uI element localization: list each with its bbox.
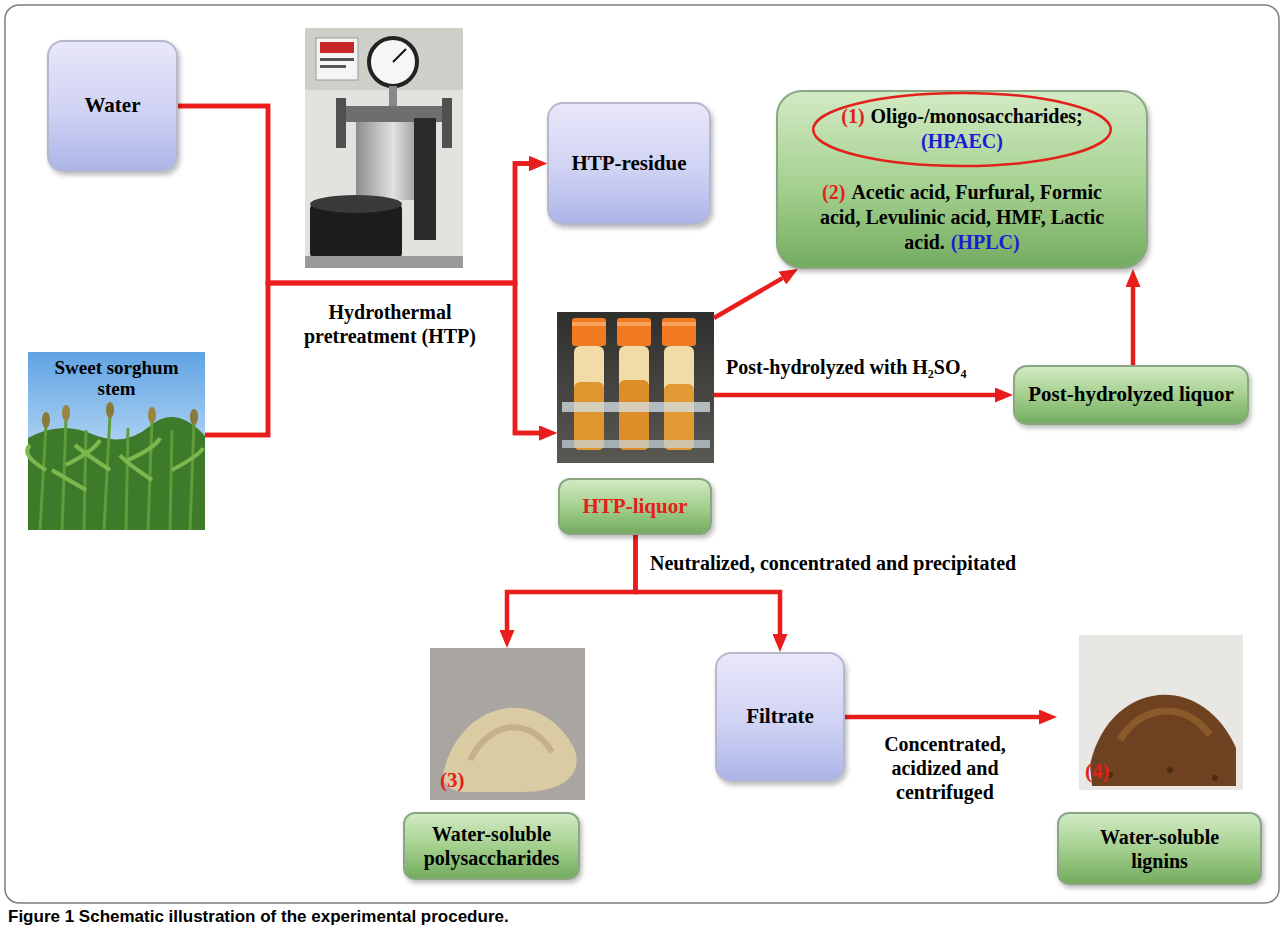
reactor-photo	[393, 49, 406, 62]
process-arrow	[178, 106, 529, 283]
lignin-photo	[1120, 711, 1210, 740]
edge-label-holder: Concentrated, acidized and centrifuged	[868, 732, 1022, 804]
process-arrow	[205, 283, 539, 435]
edge-label-holder: Neutralized, concentrated and precipitat…	[650, 551, 1080, 575]
tubes-photo	[662, 318, 696, 346]
reactor-photo	[442, 98, 452, 148]
sorghum-photo	[62, 405, 70, 421]
reactor-photo	[320, 58, 354, 61]
figure-frame	[5, 5, 1279, 903]
method-name: (HPAEC)	[841, 129, 1083, 154]
callout-number: (4)	[1085, 759, 1110, 783]
sorghum-photo	[106, 402, 114, 418]
figure-caption: Figure 1 Schematic illustration of the e…	[8, 907, 509, 926]
step-label: Concentrated, acidized and centrifuged	[884, 733, 1006, 803]
sorghum-photo	[40, 415, 194, 530]
box-label: Filtrate	[746, 704, 814, 729]
lignin-photo	[1090, 695, 1236, 786]
analyte-list: Oligo-/monosaccharides;	[871, 105, 1083, 127]
tubes-photo	[574, 382, 604, 450]
box-label: Post-hydrolyzed liquor	[1028, 382, 1234, 407]
process-arrow	[178, 106, 539, 433]
sorghum-photo	[190, 409, 198, 425]
highlight-ellipse	[813, 93, 1111, 166]
tubes-photo	[617, 318, 651, 346]
powder-photo	[470, 727, 552, 760]
tubes-photo	[557, 312, 714, 463]
sorghum-photo	[27, 438, 203, 490]
tubes-photo	[557, 312, 714, 463]
input-box: Water	[47, 40, 178, 172]
tubes-photo	[662, 322, 696, 326]
product-label: Water-soluble lignins	[1057, 812, 1262, 885]
liquor-label: HTP-liquor	[558, 478, 712, 535]
tubes-photo	[574, 346, 604, 450]
lignin-photo	[1079, 635, 1243, 790]
tubes-photo	[572, 322, 606, 326]
feedstock-photo: Sweet sorghum stem	[28, 352, 205, 530]
tubes-photo	[619, 380, 649, 450]
process-arrow	[205, 164, 529, 436]
sorghum-photo	[27, 352, 205, 530]
reactor-photo	[320, 65, 346, 68]
reactor-photo	[336, 98, 346, 148]
sorghum-photo	[28, 417, 205, 530]
edge-label-holder: Hydrothermal pretreatment (HTP)	[290, 300, 490, 348]
process-arrow	[1131, 287, 1136, 365]
reactor-photo	[305, 28, 463, 268]
edge-label-holder: Post-hydrolyzed with H₂SO₄	[726, 355, 1018, 379]
caption-holder: Figure 1 Schematic illustration of the e…	[8, 906, 509, 928]
tubes-photo	[562, 402, 710, 412]
product-node: (4) Water-soluble lignins	[1057, 635, 1262, 885]
process-arrow	[714, 278, 782, 318]
reactor-photo	[310, 195, 402, 213]
process-arrow	[507, 535, 636, 630]
product-label: Water-soluble polysaccharides	[403, 812, 580, 880]
reactor-photo	[305, 28, 463, 268]
reactor-photo	[305, 256, 463, 268]
powder-photo	[430, 648, 585, 800]
reactor-photo	[305, 28, 463, 90]
tubes-photo	[572, 318, 606, 346]
lignin-photo	[1212, 775, 1218, 781]
lignin-photo	[1167, 767, 1173, 773]
tubes-photo	[619, 346, 649, 450]
callout-number: (3)	[440, 768, 465, 792]
process-box: Filtrate	[715, 652, 845, 782]
step-label: Post-hydrolyzed with H₂SO₄	[726, 356, 967, 378]
product-node: (3) Water-soluble polysaccharides	[403, 648, 585, 880]
tubes-photo	[617, 322, 651, 326]
reactor-photo	[389, 86, 397, 108]
callout-number: (1)	[841, 105, 864, 127]
analysis-box: (1) Oligo-/monosaccharides;(HPAEC) (2)Acet…	[776, 90, 1148, 269]
text-group: (2)Acetic acid, Furfural, Formic acid, L…	[817, 180, 1107, 255]
powder-photo	[430, 648, 585, 800]
sorghum-photo	[28, 352, 205, 530]
text-group: (1) Oligo-/monosaccharides;(HPAEC)	[841, 104, 1083, 154]
box-label: HTP-residue	[571, 151, 686, 176]
box-label: Water	[85, 93, 141, 118]
lignin-photo	[1079, 635, 1243, 790]
method-name: (HPLC)	[951, 231, 1020, 253]
liquor-node: HTP-liquor	[557, 312, 714, 535]
step-label: Neutralized, concentrated and precipitat…	[650, 552, 1016, 574]
process-box: Post-hydrolyzed liquor	[1013, 365, 1249, 425]
process-arrow	[714, 393, 995, 398]
tubes-photo	[562, 440, 710, 448]
sorghum-photo	[42, 412, 50, 428]
sorghum-photo	[148, 407, 156, 423]
reactor-photo	[414, 118, 436, 240]
tubes-photo	[664, 346, 694, 450]
reactor-photo	[316, 38, 358, 80]
reactor-photo	[320, 42, 354, 53]
callout-number: (2)	[822, 181, 845, 203]
process-arrow	[845, 715, 1039, 720]
photo-caption: Sweet sorghum stem	[42, 357, 192, 399]
residue-box: HTP-residue	[547, 102, 711, 225]
step-label: Hydrothermal pretreatment (HTP)	[304, 301, 476, 347]
process-arrow	[636, 535, 781, 634]
reactor-photo	[369, 38, 417, 86]
